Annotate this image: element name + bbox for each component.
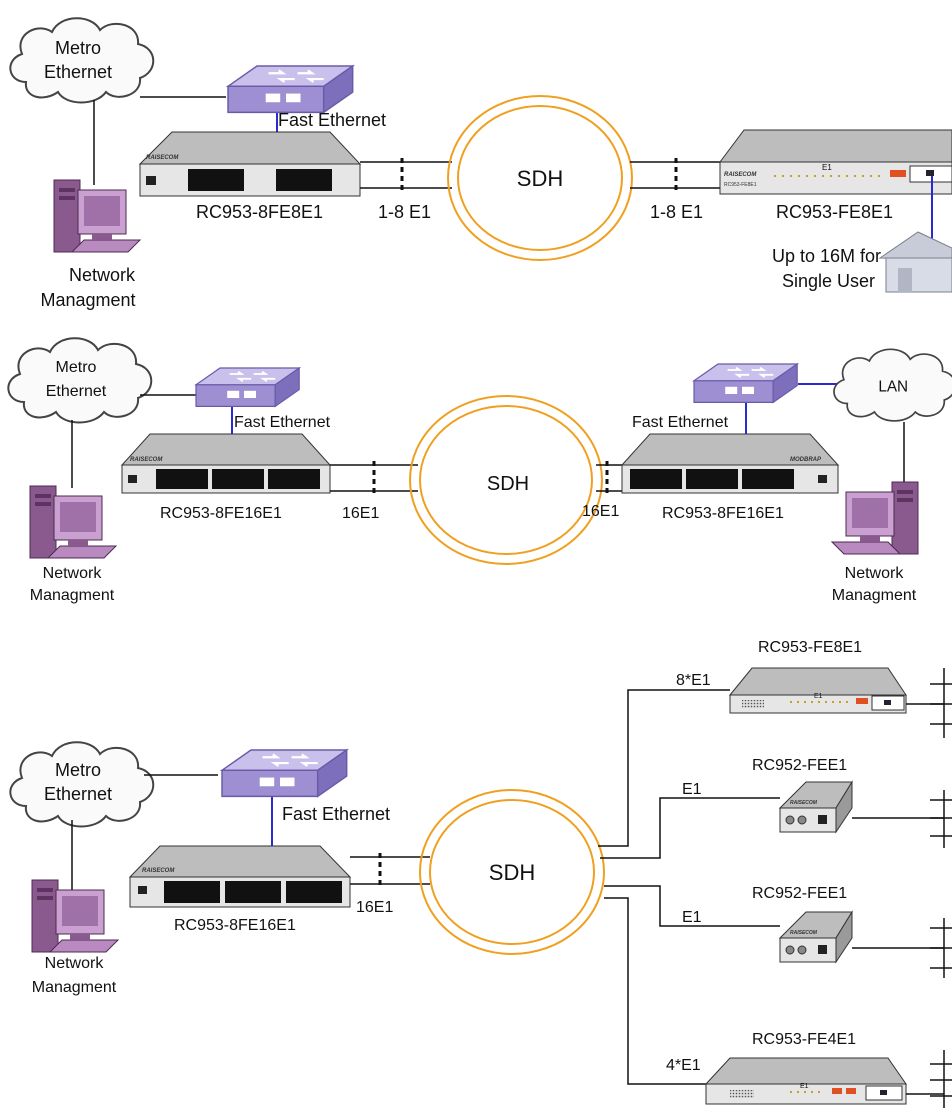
device-brand: MODBRAP xyxy=(790,457,822,463)
ethernet-switch-icon xyxy=(220,748,348,798)
device-panel-e1: E1 xyxy=(814,693,823,700)
sdh-label: SDH xyxy=(487,473,529,495)
link-label-16e1-right: 16E1 xyxy=(582,503,619,520)
branch-link-label: 8*E1 xyxy=(676,672,711,689)
device-panel-e1: E1 xyxy=(800,1083,809,1090)
branch-device-name: RC952-FEE1 xyxy=(752,885,847,902)
device-name-core: RC953-8FE16E1 xyxy=(174,917,296,934)
fast-ethernet-label-left: Fast Ethernet xyxy=(234,414,331,431)
device-rc953-8fe16e1-right: MODBRAP xyxy=(620,433,840,494)
cloud-label-line1: Metro xyxy=(55,760,101,780)
device-rc953-8fe16e1-core: RAISECOM xyxy=(128,845,352,908)
ethernet-switch-icon xyxy=(195,367,301,408)
sdh-ring: SDH xyxy=(447,95,633,261)
device-rc952-fee1-branch-b: RAISECOM xyxy=(778,910,853,964)
device-brand: RAISECOM xyxy=(724,172,757,178)
nms-left-line2: Managment xyxy=(30,587,115,604)
device-name-rc953-fe8e1: RC953-FE8E1 xyxy=(776,202,893,222)
link-label-1-8-e1-right: 1-8 E1 xyxy=(650,202,703,222)
device-model-text: RC953-FE8E1 xyxy=(724,182,757,188)
cloud-label-line2: Ethernet xyxy=(44,784,112,804)
ethernet-switch-icon xyxy=(693,363,799,404)
user-note-line1: Up to 16M for xyxy=(772,246,881,266)
device-rc953-fe4e1-branch: E1 xyxy=(704,1057,907,1105)
nms-label-line1: Network xyxy=(69,265,136,285)
cloud-label-line2: Ethernet xyxy=(46,383,107,400)
device-panel-e1: E1 xyxy=(822,163,832,172)
nms-label-line2: Managment xyxy=(32,979,117,996)
computer-icon xyxy=(831,481,919,555)
device-name-right: RC953-8FE16E1 xyxy=(662,505,784,522)
link-label-1-8-e1-left: 1-8 E1 xyxy=(378,202,431,222)
cloud-label-line2: Ethernet xyxy=(44,62,112,82)
device-brand: RAISECOM xyxy=(142,868,175,874)
cloud-label-line1: Metro xyxy=(56,359,97,376)
branch-links xyxy=(598,689,780,1085)
device-brand: RAISECOM xyxy=(790,930,818,936)
device-rc953-fe8e1-branch: E1 xyxy=(728,667,907,714)
lan-cloud: LAN xyxy=(833,348,952,422)
scenario-2: Metro Ethernet Fast Ethernet RAISECOM RC… xyxy=(7,337,952,604)
nms-right-line2: Managment xyxy=(832,587,917,604)
device-brand: RAISECOM xyxy=(146,155,179,161)
user-note-line2: Single User xyxy=(782,271,875,291)
computer-icon xyxy=(31,879,119,953)
branch-link-label: E1 xyxy=(682,781,702,798)
branch-link-label: E1 xyxy=(682,909,702,926)
fast-ethernet-label: Fast Ethernet xyxy=(282,804,390,824)
scenario-3: Metro Ethernet Fast Ethernet RAISECOM RC… xyxy=(9,639,952,1108)
fast-ethernet-label: Fast Ethernet xyxy=(278,110,386,130)
metro-ethernet-cloud: Metro Ethernet xyxy=(9,17,155,104)
sdh-label: SDH xyxy=(517,166,563,191)
device-rc953-8fe16e1-left: RAISECOM xyxy=(120,433,332,494)
nms-label-line2: Managment xyxy=(40,290,135,310)
sdh-label: SDH xyxy=(489,860,535,885)
device-brand: RAISECOM xyxy=(790,800,818,806)
branch-device-name: RC953-FE8E1 xyxy=(758,639,862,656)
branch-device-name: RC952-FEE1 xyxy=(752,757,847,774)
sdh-ring: SDH xyxy=(419,789,605,955)
nms-label-line1: Network xyxy=(45,955,105,972)
link-label-16e1-left: 16E1 xyxy=(342,505,379,522)
ethernet-switch-icon xyxy=(226,64,354,114)
sdh-ring: SDH xyxy=(409,395,603,565)
cloud-label-line1: Metro xyxy=(55,38,101,58)
nms-left-line1: Network xyxy=(43,565,103,582)
device-rc953-fe8e1: RAISECOM RC953-FE8E1 E1 xyxy=(719,129,952,195)
metro-ethernet-cloud: Metro Ethernet xyxy=(7,337,153,424)
branch-link-label: 4*E1 xyxy=(666,1057,701,1074)
metro-ethernet-cloud: Metro Ethernet xyxy=(9,741,155,828)
cloud-label-lan: LAN xyxy=(878,379,908,396)
computer-icon xyxy=(29,485,117,559)
fast-ethernet-label-right: Fast Ethernet xyxy=(632,414,729,431)
link-label-16e1: 16E1 xyxy=(356,899,393,916)
device-name-left: RC953-8FE16E1 xyxy=(160,505,282,522)
device-rc953-8fe8e1: RAISECOM xyxy=(138,131,362,197)
house-icon xyxy=(878,231,952,293)
computer-icon xyxy=(53,179,141,253)
branch-device-name: RC953-FE4E1 xyxy=(752,1031,856,1048)
device-rc952-fee1-branch-a: RAISECOM xyxy=(778,780,853,834)
device-brand: RAISECOM xyxy=(130,457,163,463)
nms-right-line1: Network xyxy=(845,565,905,582)
scenario-1: Metro Ethernet Fast Ethernet RAISECOM RC… xyxy=(9,17,952,310)
device-name-rc953-8fe8e1: RC953-8FE8E1 xyxy=(196,202,323,222)
